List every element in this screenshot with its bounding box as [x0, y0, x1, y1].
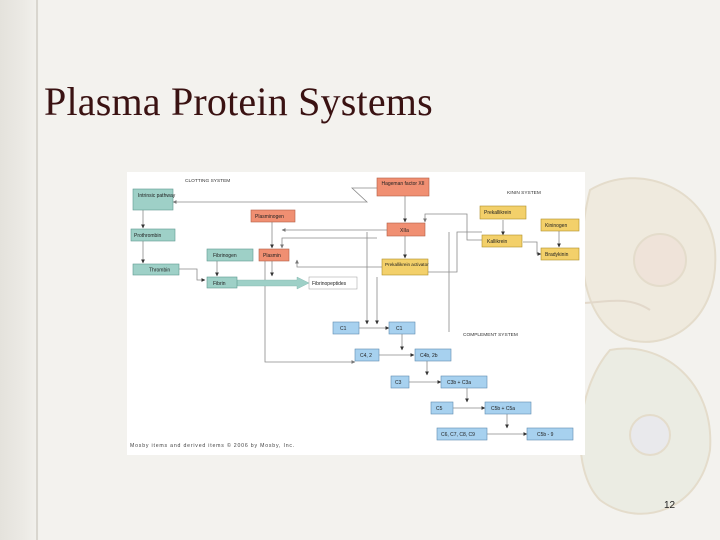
c4-2-node: C4, 2	[354, 348, 380, 362]
svg-text:Prekallikrein: Prekallikrein	[484, 210, 511, 216]
svg-text:C5b + C5a: C5b + C5a	[491, 406, 515, 412]
svg-text:Hageman factor XII: Hageman factor XII	[381, 181, 424, 187]
prekallikrein-activator-node: Prekallikrein activator	[381, 258, 429, 276]
c4b-2b-node: C4b, 2b	[414, 348, 452, 362]
plasma-protein-diagram: CLOTTING SYSTEM KININ SYSTEM COMPLEMENT …	[127, 172, 585, 455]
svg-text:C5b - 9: C5b - 9	[537, 432, 554, 438]
svg-text:Prothrombin: Prothrombin	[134, 233, 161, 239]
fibrinogen-node: Fibrinogen	[206, 248, 254, 262]
svg-text:C6, C7, C8, C9: C6, C7, C8, C9	[441, 432, 475, 438]
svg-text:C4, 2: C4, 2	[360, 353, 372, 359]
slide-title: Plasma Protein Systems	[44, 79, 433, 124]
xiia-node: XIIa	[386, 222, 426, 237]
kallikrein-node: Kallikrein	[481, 234, 523, 248]
slide-number: 12	[664, 500, 676, 511]
svg-text:Kininogen: Kininogen	[545, 223, 567, 229]
plasmin-node: Plasmin	[258, 248, 290, 262]
svg-text:C1: C1	[340, 326, 347, 332]
svg-text:Prekallikrein activator: Prekallikrein activator	[385, 262, 429, 267]
c3-node: C3	[390, 375, 410, 389]
c6-c9-node: C6, C7, C8, C9	[436, 427, 488, 441]
thrombin-node: Thrombin	[132, 263, 180, 276]
c3b-c3a-node: C3b + C3a	[440, 375, 488, 389]
left-decorative-bar	[0, 0, 40, 540]
c5b-c5a-node: C5b + C5a	[484, 401, 532, 415]
prothrombin-node: Prothrombin	[130, 228, 176, 242]
svg-text:Plasmin: Plasmin	[263, 253, 281, 259]
fibrin-node: Fibrin	[206, 276, 238, 289]
svg-text:Bradykinin: Bradykinin	[545, 252, 569, 258]
prekallikrein-node: Prekallikrein	[479, 205, 527, 220]
plasminogen-node: Plasminogen	[250, 209, 296, 223]
svg-text:Intrinsic pathway: Intrinsic pathway	[138, 193, 176, 199]
svg-text:Kallikrein: Kallikrein	[487, 239, 508, 245]
kinin-system-label: KININ SYSTEM	[507, 190, 541, 196]
svg-text:C3: C3	[395, 380, 402, 386]
clotting-system-label: CLOTTING SYSTEM	[185, 178, 230, 184]
connector-lines	[141, 187, 561, 436]
intrinsic-pathway-node: Intrinsic pathway	[132, 188, 176, 211]
svg-text:Thrombin: Thrombin	[149, 268, 170, 274]
complement-system-label: COMPLEMENT SYSTEM	[463, 332, 518, 338]
svg-text:XIIa: XIIa	[400, 228, 409, 234]
svg-text:C4b, 2b: C4b, 2b	[420, 353, 438, 359]
fibrinopeptides-node: Fibrinopeptides	[308, 276, 358, 290]
bradykinin-node: Bradykinin	[540, 247, 580, 261]
svg-text:C3b + C3a: C3b + C3a	[447, 380, 471, 386]
svg-text:C1: C1	[396, 326, 403, 332]
svg-text:Fibrinogen: Fibrinogen	[213, 253, 237, 259]
svg-text:Fibrin: Fibrin	[213, 281, 226, 287]
figure-copyright: Mosby items and derived items © 2006 by …	[130, 443, 296, 449]
kininogen-node: Kininogen	[540, 218, 580, 232]
hageman-factor-node: Hageman factor XII	[376, 177, 430, 197]
svg-text:C5: C5	[436, 406, 443, 412]
c1-active-node: C1	[388, 321, 416, 335]
fibrin-to-fibrinopeptides-arrow	[236, 276, 310, 290]
c5-node: C5	[430, 401, 454, 415]
svg-text:Fibrinopeptides: Fibrinopeptides	[312, 281, 347, 287]
c1-input-node: C1	[332, 321, 360, 335]
svg-text:Plasminogen: Plasminogen	[255, 214, 284, 220]
c5b-9-node: C5b - 9	[526, 427, 574, 441]
